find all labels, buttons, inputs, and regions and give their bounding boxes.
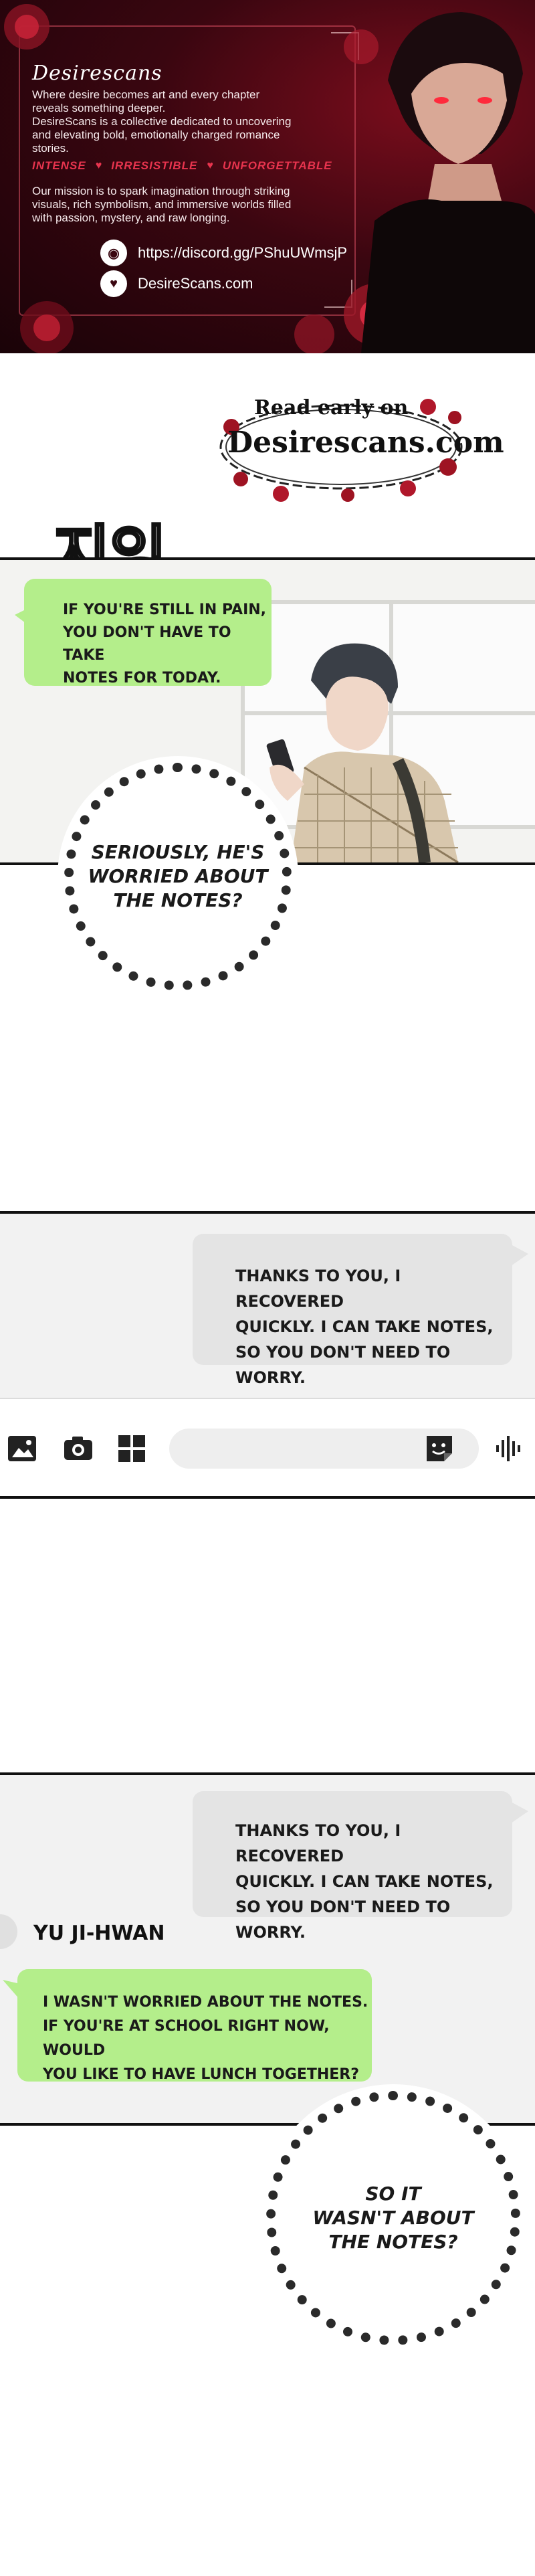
thought-balloon: SERIOUSLY, HE'S WORRIED ABOUT THE NOTES? — [64, 763, 292, 990]
reply-message-bubble: I WASN'T WORRIED ABOUT THE NOTES. IF YOU… — [17, 1969, 372, 2083]
character-illustration — [361, 12, 535, 353]
discord-url[interactable]: https://discord.gg/PShuUWmsjP — [138, 244, 348, 261]
thought-line: THE NOTES? — [113, 889, 243, 911]
comic-panel-chat-reply: THANKS TO YOU, I RECOVERED QUICKLY. I CA… — [0, 1772, 535, 2126]
text-line: Where desire becomes art and every chapt… — [32, 88, 260, 101]
message-line: QUICKLY. I CAN TAKE NOTES, — [235, 1317, 494, 1336]
text-line: stories. — [32, 142, 69, 155]
thought-balloon: SO IT WASN'T ABOUT THE NOTES? — [266, 2091, 520, 2345]
character-with-phone — [266, 643, 459, 862]
comic-panel-phone-scene: IF YOU'RE STILL IN PAIN, YOU DON'T HAVE … — [0, 557, 535, 865]
heart-icon: ♥ — [207, 160, 213, 171]
text-line: DesireScans is a collective dedicated to… — [32, 115, 292, 128]
gallery-icon[interactable] — [7, 1433, 37, 1464]
banner-description: Where desire becomes art and every chapt… — [32, 88, 346, 155]
sticker-icon[interactable] — [424, 1433, 455, 1464]
text-line: with passion, mystery, and raw longing. — [32, 211, 230, 224]
banner-mission: Our mission is to spark imagination thro… — [32, 185, 346, 225]
text-line: Our mission is to spark imagination thro… — [32, 185, 290, 197]
sent-message-bubble: THANKS TO YOU, I RECOVERED QUICKLY. I CA… — [193, 1234, 512, 1387]
website-url[interactable]: DesireScans.com — [138, 275, 253, 292]
tag-unforgettable: UNFORGETTABLE — [222, 159, 332, 172]
bubble-tail — [15, 607, 31, 627]
read-early-badge[interactable]: Read early on Desirescans.com — [207, 388, 504, 515]
comic-panel-chat-screen: THANKS TO YOU, I RECOVERED QUICKLY. I CA… — [0, 1211, 535, 1499]
ornament-corner — [324, 280, 352, 308]
message-line: QUICKLY. I CAN TAKE NOTES, — [235, 1872, 494, 1891]
heart-icon: ♥ — [95, 160, 102, 171]
sender-name: YU JI-HWAN — [33, 1922, 165, 1945]
message-line: I WASN'T WORRIED ABOUT THE NOTES. — [43, 1994, 368, 2011]
message-line: IF YOU'RE STILL IN PAIN, — [63, 602, 267, 618]
bubble-tail — [511, 1802, 528, 1823]
thought-text: SERIOUSLY, HE'S WORRIED ABOUT THE NOTES? — [83, 781, 273, 972]
apps-grid-icon[interactable] — [116, 1433, 147, 1464]
text-line: and elevating bold, emotionally charged … — [32, 128, 280, 141]
chat-input-toolbar — [0, 1398, 535, 1496]
banner-tags: INTENSE ♥ IRRESISTIBLE ♥ UNFORGETTABLE — [32, 159, 332, 173]
banner-frame — [19, 25, 356, 316]
thought-line: THE NOTES? — [328, 2231, 458, 2253]
tag-irresistible: IRRESISTIBLE — [111, 159, 198, 172]
brand-title: Desirescans — [32, 62, 163, 85]
voice-waveform-icon[interactable] — [492, 1433, 523, 1464]
thought-line: WASN'T ABOUT — [312, 2207, 474, 2229]
message-line: NOTES FOR TODAY. — [63, 670, 221, 686]
message-line: SO YOU DON'T NEED TO WORRY. — [235, 1898, 451, 1942]
discord-icon: ◉ — [100, 240, 127, 266]
avatar — [0, 1914, 17, 1949]
phone-message-bubble: IF YOU'RE STILL IN PAIN, YOU DON'T HAVE … — [24, 579, 272, 686]
promo-banner: Desirescans Where desire becomes art and… — [0, 0, 535, 353]
read-early-label: Read early on — [254, 396, 409, 420]
read-early-site[interactable]: Desirescans.com — [227, 426, 504, 460]
message-line: YOU DON'T HAVE TO TAKE — [63, 624, 231, 664]
camera-icon[interactable] — [63, 1433, 94, 1464]
thought-line: SO IT — [365, 2183, 421, 2205]
bubble-tail — [3, 1980, 20, 2000]
message-line: THANKS TO YOU, I RECOVERED — [235, 1267, 401, 1311]
text-line: visuals, rich symbolism, and immersive w… — [32, 198, 292, 211]
sent-message-bubble: THANKS TO YOU, I RECOVERED QUICKLY. I CA… — [193, 1791, 512, 1942]
tag-intense: INTENSE — [32, 159, 86, 172]
thought-text: SO IT WASN'T ABOUT THE NOTES? — [285, 2110, 502, 2326]
thought-line: SERIOUSLY, HE'S — [91, 841, 265, 863]
text-line: reveals something deeper. — [32, 102, 166, 114]
website-link[interactable]: ♥ DesireScans.com — [100, 270, 253, 297]
thorn-wreath — [219, 399, 463, 502]
message-input[interactable] — [169, 1429, 479, 1469]
message-line: IF YOU'RE AT SCHOOL RIGHT NOW, WOULD — [43, 2018, 330, 2059]
bubble-tail — [511, 1245, 528, 1266]
message-line: THANKS TO YOU, I RECOVERED — [235, 1821, 401, 1865]
discord-link[interactable]: ◉ https://discord.gg/PShuUWmsjP — [100, 240, 347, 266]
message-line: SO YOU DON'T NEED TO WORRY. — [235, 1343, 451, 1387]
heart-logo-icon: ♥ — [100, 270, 127, 297]
thought-line: WORRIED ABOUT — [88, 865, 268, 887]
message-line: YOU LIKE TO HAVE LUNCH TOGETHER? — [43, 2066, 360, 2083]
